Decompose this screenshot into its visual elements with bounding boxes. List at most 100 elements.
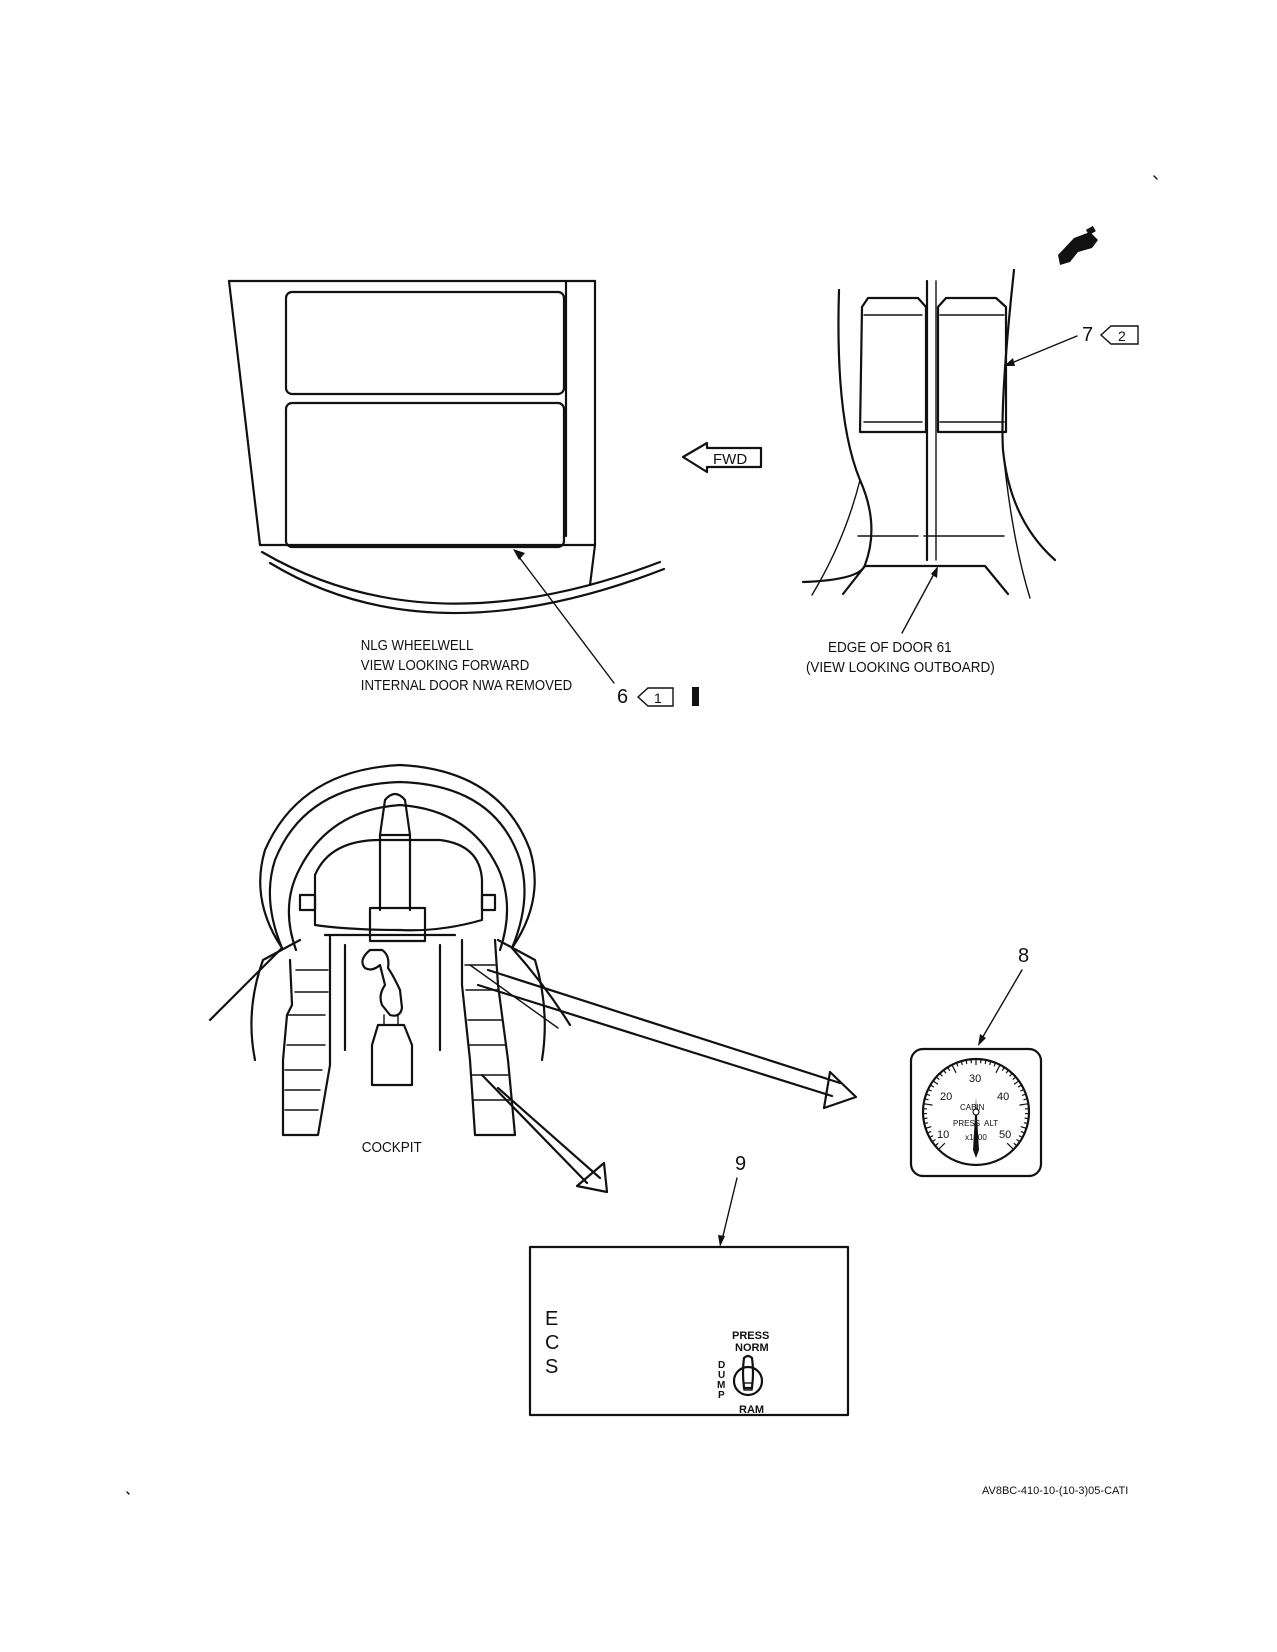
gauge-tick [1001,1066,1005,1071]
gauge-tick [1020,1088,1025,1092]
callout-8-number: 8 [1018,945,1029,967]
gauge-tick [923,1117,928,1120]
gauge-tick [965,1059,968,1064]
door-edge-view [801,268,1057,599]
seal-right [936,296,1008,434]
gauge-tick [930,1084,935,1088]
seal-left [858,296,928,434]
gauge-tick [927,1088,932,1092]
gauge-tick [1020,1125,1027,1129]
wheelwell-caption-line-1: NLG WHEELWELL [361,636,474,653]
gauge-tick [951,1064,957,1074]
gauge-tick [1012,1076,1017,1081]
gauge-label-cabin: CABIN [960,1103,985,1112]
door-caption-line-1: EDGE OF DOOR 61 [828,639,952,656]
callout-9: 9 [718,1153,746,1247]
gauge-tick [1023,1098,1028,1101]
callout-7-note: 2 [1118,328,1126,344]
switch-label-norm: NORM [735,1342,769,1354]
gauge-tick [925,1125,932,1129]
callout-7-number: 7 [1082,324,1093,346]
gauge-tick [993,1062,997,1067]
door-caption: EDGE OF DOOR 61 (VIEW LOOKING OUTBOARD) [806,639,995,676]
gauge-scale-10: 10 [937,1129,949,1141]
wheelwell-door-edge [260,550,662,605]
gauge-tick [1020,1130,1025,1134]
switch-label-ram: RAM [739,1404,764,1416]
gauge-tick [984,1059,987,1064]
cockpit-caption: COCKPIT [362,1139,422,1156]
gauge-tick [989,1060,992,1066]
gauge-needle [973,1098,979,1158]
fwd-arrow-label: FWD [713,451,747,468]
figure-id: AV8BC-410-10-(10-3)05-CATI [982,1485,1128,1497]
gauge-tick [938,1142,946,1150]
wheelwell-caption-line-3: INTERNAL DOOR NWA REMOVED [361,676,572,693]
callout-6: 6 1 [513,549,699,708]
gauge-ticks [923,1059,1029,1150]
gauge-tick [924,1098,929,1101]
gauge-tick [1017,1084,1022,1088]
stray-dot [126,1491,130,1495]
wheelwell-view [227,279,666,615]
gauge-tick [934,1142,939,1147]
wheelwell-caption: NLG WHEELWELL VIEW LOOKING FORWARD INTER… [361,636,572,693]
gauge-tick [923,1103,933,1106]
ecs-letter-c: C [545,1332,559,1354]
gauge-tick [1013,1142,1018,1147]
gauge-tick [939,1072,943,1077]
control-stick [361,948,404,1017]
gauge-scale-20: 20 [940,1091,952,1103]
change-bar [692,687,699,706]
gauge-tick [943,1069,947,1074]
gauge-tick [1023,1122,1028,1125]
gauge-tick [925,1093,931,1096]
gauge-scale-50: 50 [999,1129,1011,1141]
gauge-tick [1009,1072,1013,1077]
callout-8: 8 [978,945,1029,1046]
gauge-tick [1005,1069,1009,1074]
callout-6-number: 6 [617,686,628,708]
gauge-tick [955,1062,959,1067]
gauge-tick [1013,1080,1020,1085]
access-panel-lower [284,401,566,549]
fwd-direction-arrow: FWD [681,441,763,474]
gauge-tick [931,1139,936,1143]
gauge-tick [924,1122,929,1125]
gauge-tick [1024,1117,1029,1120]
callout-9-number: 9 [735,1153,746,1175]
gauge-tick [1006,1142,1014,1150]
cockpit-view [208,763,858,1194]
ecs-letter-e: E [545,1308,558,1330]
gauge-tick [927,1130,932,1134]
gauge-tick [932,1080,939,1085]
access-panel-upper [284,290,566,396]
gauge-tick [1016,1139,1021,1143]
gauge-tick [929,1135,934,1139]
gauge-scale-40: 40 [997,1091,1009,1103]
callout-6-note: 1 [654,690,662,706]
gauge-tick [1018,1135,1023,1139]
switch-label-press: PRESS [732,1330,769,1342]
gauge-tick [960,1060,963,1066]
gauge-tick [1021,1093,1027,1096]
ecs-letter-s: S [545,1356,558,1378]
gauge-label-alt: ALT [984,1119,998,1128]
door-edge-leader [901,571,936,634]
cabin-pressure-gauge: 10 20 30 40 50 CABIN PRESS ALT x1000 [909,1047,1043,1178]
wheelwell-caption-line-2: VIEW LOOKING FORWARD [361,656,529,673]
callout-7: 7 2 [1004,324,1139,366]
gauge-label-press: PRESS [953,1119,980,1128]
door-caption-line-2: (VIEW LOOKING OUTBOARD) [806,659,995,676]
gauge-scale-30: 30 [969,1073,981,1085]
gauge-tick [1019,1103,1029,1106]
gauge-tick [947,1066,951,1071]
gauge-tick [935,1076,940,1081]
hand-pointer-icon [1058,225,1098,265]
gauge-tick [995,1064,1001,1074]
ecs-toggle-switch[interactable] [732,1354,764,1397]
stray-mark [1153,175,1158,180]
